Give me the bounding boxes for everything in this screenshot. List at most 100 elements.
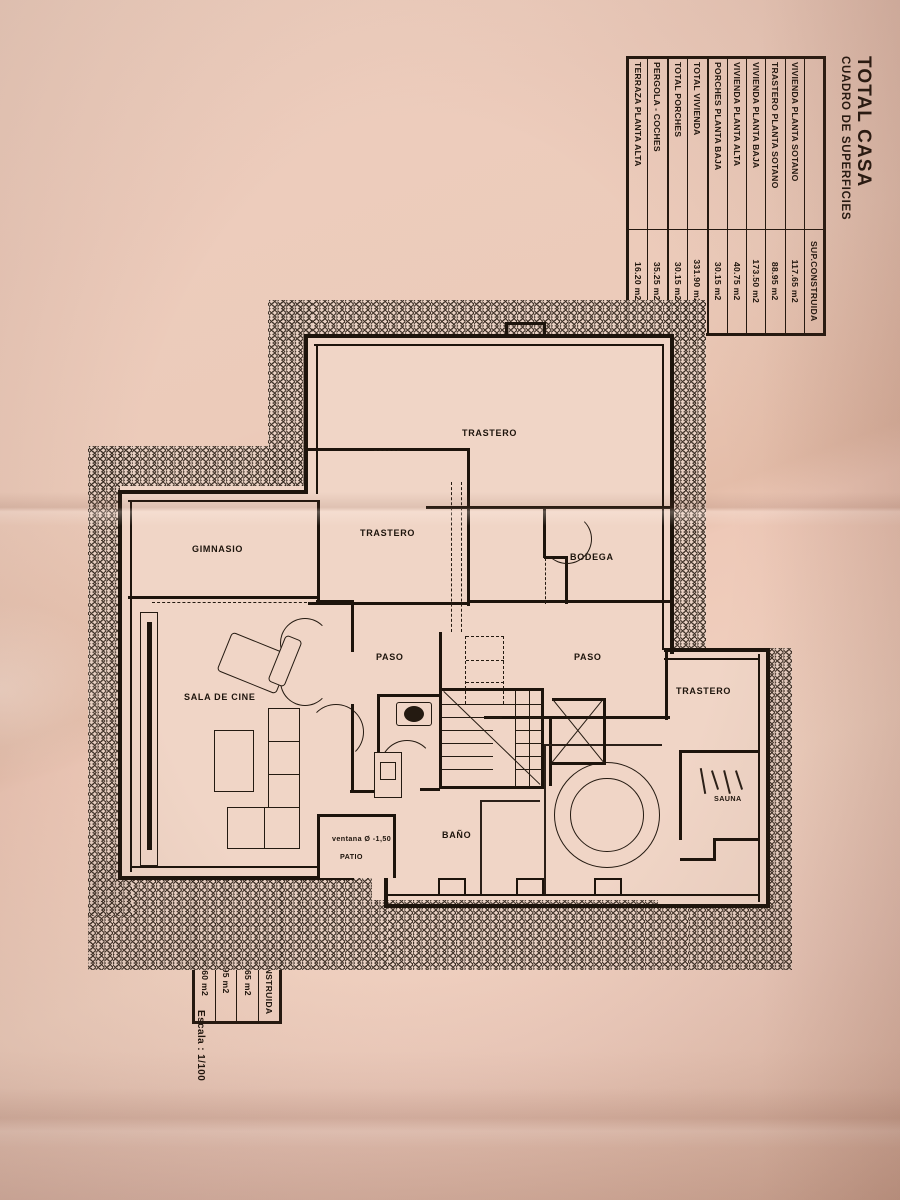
wall-northeast-outer — [386, 904, 770, 908]
room-label-sala-de-cine: SALA DE CINE — [184, 692, 256, 702]
room-label-trastero-north: TRASTERO — [676, 686, 732, 696]
total-casa-row-label: VIVIENDA PLANTA ALTA — [727, 58, 747, 229]
room-label-paso-upper: PASO — [574, 652, 602, 662]
partition-gym-cine — [128, 596, 318, 600]
wall-sauna-step2 — [680, 858, 716, 861]
stair-riser-6 — [516, 769, 543, 771]
wall-northwest-outer — [664, 648, 770, 652]
stair-riser-10 — [442, 743, 493, 745]
total-casa-row-label: TERRAZA PLANTA ALTA — [628, 58, 648, 229]
sofa-seat-3 — [268, 774, 300, 810]
jacuzzi-surround-bottom — [544, 744, 546, 894]
wall-main-top-inner — [661, 344, 664, 650]
sofa-seat-2 — [268, 741, 300, 777]
partition-trastero-mid-top — [466, 448, 470, 606]
patio-wall-top — [393, 814, 396, 878]
stair-landing-dash-mid2 — [466, 682, 504, 683]
stair-landing-dash-left — [466, 636, 504, 637]
partition-north-wing-bottom — [664, 652, 668, 720]
room-label-gimnasio: GIMNASIO — [192, 544, 244, 554]
wall-east-niche-3c — [438, 878, 466, 881]
total-casa-title-main: TOTAL CASA — [853, 56, 874, 188]
patio-floor — [320, 816, 394, 878]
room-label-paso-lower: PASO — [376, 652, 404, 662]
wall-main-bottom-inner — [315, 344, 318, 494]
stair-riser-7 — [442, 704, 515, 706]
stair-riser-1 — [516, 704, 543, 706]
room-label-trastero-big: TRASTERO — [462, 428, 518, 438]
total-casa-row-label: TOTAL PORCHES — [667, 58, 688, 229]
dashed-opening-trastero — [374, 450, 400, 451]
dashed-opening-gym — [152, 602, 312, 603]
room-label-bano: BAÑO — [442, 830, 472, 840]
annotation-ventana-patio: ventana Ø -1,50 — [332, 834, 392, 843]
boiler-unit-inner — [380, 762, 396, 780]
total-casa-column-header: SUP.CONSTRUIDA — [804, 229, 824, 334]
wall-east-niche-3 — [463, 878, 466, 896]
stair-landing-dash-mid — [466, 660, 504, 661]
stair-landing-dash-bot — [465, 636, 466, 704]
total-casa-title-sub: CUADRO DE SUPERFICIES — [839, 56, 851, 221]
wall-east-mid-outer — [384, 876, 388, 908]
total-casa-row-label: VIVIENDA PLANTA SOTANO — [785, 58, 805, 229]
wall-sauna-right — [714, 838, 758, 841]
total-casa-title: TOTAL CASA CUADRO DE SUPERFICIES — [839, 56, 874, 220]
jacuzzi-inner-circle — [570, 778, 644, 852]
wall-west-inner — [314, 344, 664, 347]
upper-stair-box-left — [552, 698, 606, 701]
wall-southeast-inner — [130, 866, 344, 869]
patio-wall-bottom — [317, 814, 320, 878]
partition-trastero-north-left — [484, 716, 670, 720]
total-casa-row-label: TRASTERO PLANTA SOTANO — [765, 58, 786, 229]
dashed-opening-mid — [461, 482, 462, 632]
room-label-bodega: BODEGA — [570, 552, 614, 562]
wc-bowl — [404, 706, 424, 722]
paper-fold-crease-left — [0, 600, 120, 780]
room-label-sauna: SAUNA — [714, 794, 742, 803]
wall-east-niche-2b — [515, 878, 518, 896]
wall-northwest-inner — [664, 658, 760, 661]
total-casa-row-label: VIVIENDA PLANTA BAJA — [746, 58, 766, 229]
wall-step-down-inner — [128, 500, 318, 503]
upper-stair-box-top — [603, 698, 606, 764]
stair-riser-2 — [516, 717, 543, 719]
total-casa-row-label: TOTAL VIVIENDA — [687, 58, 708, 229]
sofa-seat-1 — [268, 708, 300, 744]
wall-east-niche-1 — [619, 878, 622, 896]
sofa-seat-4 — [227, 807, 265, 849]
cinema-screen-bar — [147, 622, 152, 850]
partition-paso-right — [548, 716, 552, 786]
partition-trastero-bodega — [426, 506, 670, 510]
total-casa-header-blank — [804, 58, 824, 229]
hatched-ground-right-upper — [388, 900, 688, 970]
coffee-table — [214, 730, 254, 792]
partition-bodega-right — [468, 600, 568, 604]
wall-east-niche-1c — [594, 878, 622, 881]
partition-cine-top — [350, 600, 354, 652]
total-casa-row-label: PORCHES PLANTA BAJA — [707, 58, 728, 229]
bano-partition-step — [480, 800, 540, 802]
partition-gym-top — [316, 500, 320, 600]
total-casa-row-label: PERGOLA - COCHES — [647, 58, 668, 229]
wall-sauna-step — [713, 838, 716, 860]
wall-east-niche-1b — [593, 878, 596, 896]
room-label-trastero-mid: TRASTERO — [360, 528, 416, 538]
partition-cine-top-left — [316, 600, 354, 604]
wall-west-notch-in — [506, 322, 546, 326]
stair-tread-2 — [514, 691, 516, 787]
patio-wall-left — [318, 814, 396, 817]
sofa-seat-corner — [262, 807, 300, 849]
wall-west-notch-bot — [504, 322, 508, 336]
wc-partition-left — [378, 694, 440, 697]
